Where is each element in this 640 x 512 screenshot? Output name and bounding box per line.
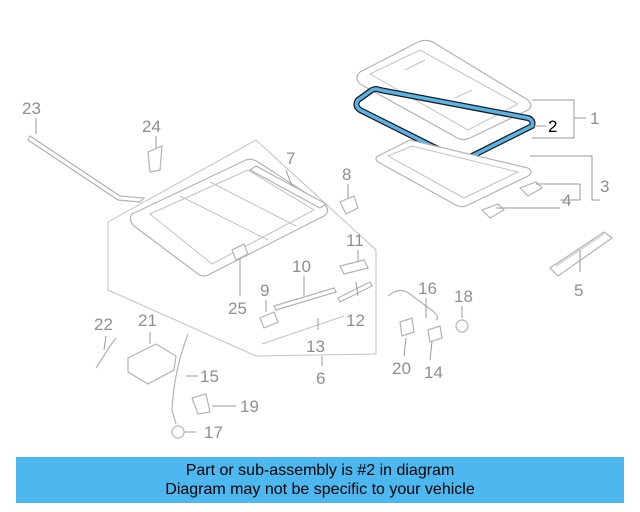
info-banner: Part or sub-assembly is #2 in diagram Di…	[16, 457, 624, 503]
callout-7: 7	[286, 149, 295, 168]
callout-6: 6	[316, 369, 325, 388]
leader-lines	[35, 99, 600, 433]
callout-17: 17	[204, 423, 223, 442]
sunshade	[375, 139, 532, 208]
molding	[27, 135, 146, 203]
callout-5: 5	[574, 281, 583, 300]
callout-18: 18	[454, 287, 473, 306]
callout-2: 2	[548, 117, 557, 136]
clip-20	[399, 317, 415, 337]
callout-20: 20	[392, 359, 411, 378]
callout-9: 9	[260, 281, 269, 300]
callout-25: 25	[228, 299, 247, 318]
glass-panel	[356, 39, 532, 141]
callout-22: 22	[94, 315, 113, 334]
cable-tube	[337, 281, 373, 303]
callout-8: 8	[342, 165, 351, 184]
drain-valve	[171, 425, 185, 439]
callout-3: 3	[600, 177, 609, 196]
callout-14: 14	[424, 363, 443, 382]
guide-block	[259, 311, 279, 329]
drain-hose	[387, 289, 439, 321]
callout-13: 13	[306, 337, 325, 356]
callout-12: 12	[346, 311, 365, 330]
clip-19	[191, 393, 211, 415]
cable-assembly	[273, 287, 337, 311]
callout-15: 15	[200, 367, 219, 386]
hose-22	[95, 337, 117, 369]
motor	[127, 343, 177, 385]
drain-guide	[339, 259, 369, 275]
callout-1: 1	[590, 109, 599, 128]
callout-11: 11	[346, 231, 364, 250]
callout-4: 4	[562, 191, 571, 210]
callout-10: 10	[292, 257, 311, 276]
clip-14	[427, 325, 443, 343]
deflector	[147, 145, 163, 173]
callout-19: 19	[240, 397, 259, 416]
banner-line-1: Part or sub-assembly is #2 in diagram	[185, 462, 455, 479]
side-rail	[549, 231, 614, 277]
callout-23: 23	[22, 99, 41, 118]
callout-labels: 1 2 3 4 5 6 7 8 9 10 11 12 13 14 15 16 1…	[22, 99, 609, 442]
banner-line-2: Diagram may not be specific to your vehi…	[165, 481, 475, 498]
callout-21: 21	[138, 311, 157, 330]
bracket-25	[231, 243, 249, 261]
callout-24: 24	[142, 117, 161, 136]
callout-16: 16	[418, 279, 437, 298]
motor-bracket	[339, 195, 359, 215]
sunroof-frame	[107, 139, 377, 357]
front-guide	[261, 315, 345, 345]
drain-tube	[171, 333, 189, 425]
grommet	[455, 319, 469, 333]
front-bar	[248, 165, 328, 209]
